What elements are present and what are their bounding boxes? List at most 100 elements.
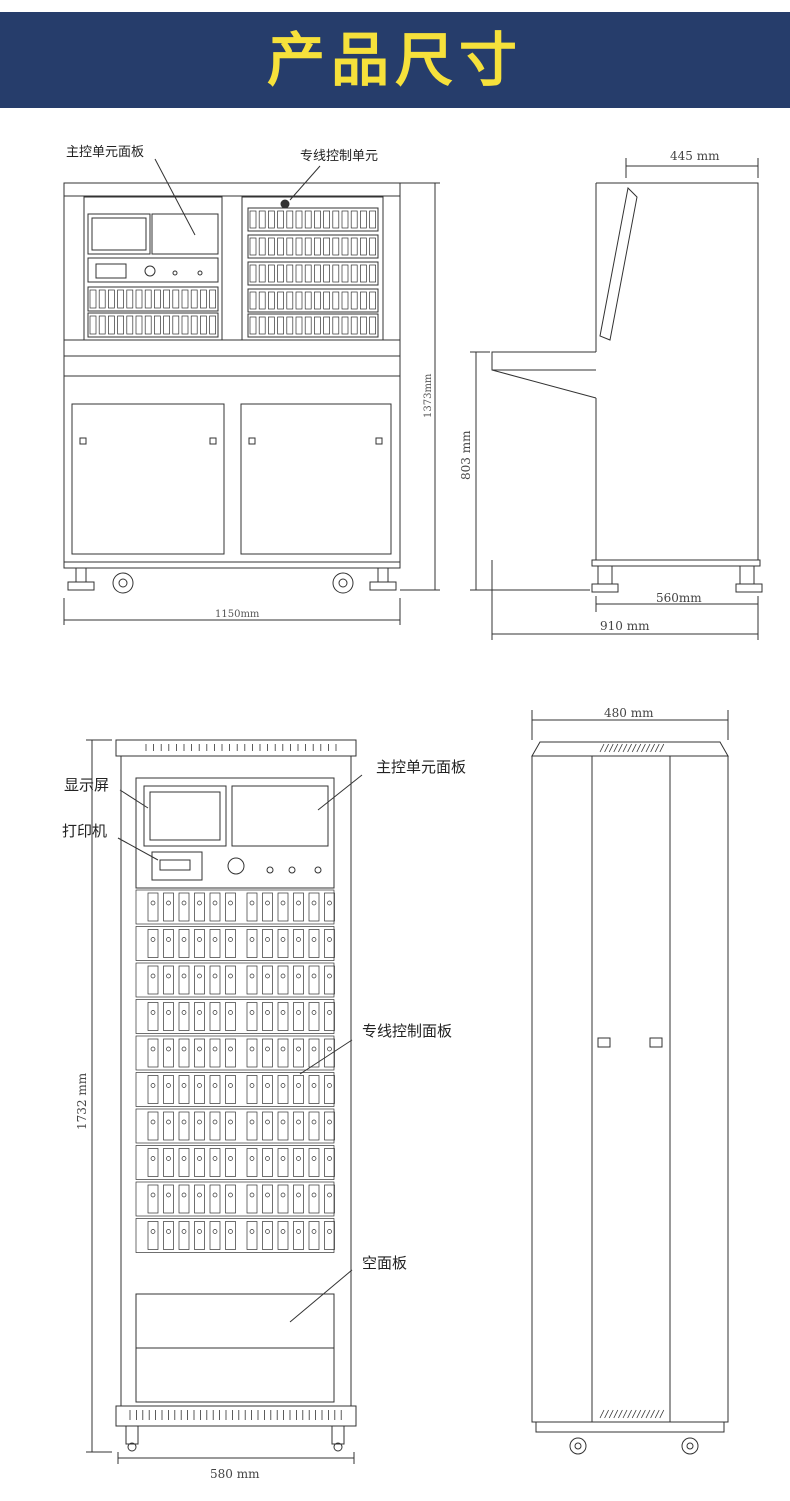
module-slot: [154, 289, 161, 309]
vent-slot: [659, 743, 665, 753]
panel-module: [209, 1075, 221, 1104]
panel-module: [194, 1038, 205, 1068]
panel-module: [324, 1148, 335, 1177]
module-slot: [89, 289, 97, 309]
panel-module: [277, 1148, 289, 1177]
module-slot: [98, 315, 106, 335]
module-indicator: [327, 1119, 332, 1125]
module-slot: [350, 291, 358, 310]
module-indicator: [327, 1010, 332, 1015]
module-slot: [341, 316, 349, 335]
module-indicator: [166, 1156, 171, 1161]
module-indicator: [197, 1229, 202, 1234]
panel-module: [308, 1184, 320, 1214]
module-indicator: [249, 1156, 255, 1161]
module-indicator: [265, 1192, 270, 1198]
module-slot: [360, 316, 367, 335]
module-indicator: [311, 1192, 317, 1198]
module-indicator: [181, 937, 187, 942]
panel-row: [135, 962, 335, 998]
module-indicator: [327, 973, 332, 979]
panel-module: [308, 1221, 320, 1250]
panel-module: [308, 1038, 320, 1068]
module-indicator: [181, 900, 187, 906]
console-left-door: [71, 403, 225, 555]
panel-module: [225, 1221, 236, 1250]
module-slot: [181, 289, 189, 309]
module-indicator: [150, 1156, 156, 1161]
panel-module: [293, 1148, 304, 1177]
module-indicator: [249, 1046, 255, 1052]
panel-module: [262, 1111, 273, 1141]
cabinet-blank-panel: [135, 1293, 335, 1349]
module-slot: [209, 289, 216, 309]
panel-row: [135, 1145, 335, 1180]
module-indicator: [249, 973, 255, 979]
panel-module: [246, 1221, 258, 1250]
panel-module: [277, 929, 289, 958]
module-slot: [369, 210, 376, 229]
vent-slot: [650, 1409, 655, 1419]
module-slot: [286, 237, 294, 256]
panel-module: [293, 1111, 304, 1141]
console-side-view: [470, 158, 763, 640]
label-printer: 打印机: [62, 822, 107, 840]
module-indicator: [280, 973, 286, 979]
cabinet-display: [143, 785, 227, 847]
module-indicator: [212, 1156, 218, 1161]
module-indicator: [166, 1119, 171, 1125]
panel-row: [135, 1108, 335, 1144]
vent-slot: [608, 743, 614, 753]
module-indicator: [166, 973, 171, 979]
module-slot: [369, 264, 376, 283]
vent-slot: [631, 743, 637, 753]
module-indicator: [166, 1010, 171, 1015]
module-indicator: [228, 1192, 233, 1198]
module-slot: [350, 237, 358, 256]
module-indicator: [166, 1192, 171, 1198]
module-slot: [314, 237, 321, 256]
module-indicator: [150, 973, 156, 979]
panel-module: [147, 892, 159, 922]
cabinet-front-view: [86, 739, 363, 1464]
module-slot: [369, 237, 376, 256]
vent-slot: [659, 1409, 665, 1419]
label-dedicated-control-panel: 专线控制面板: [362, 1022, 452, 1040]
panel-module: [225, 1184, 236, 1214]
vent-slot: [613, 1409, 619, 1419]
module-indicator: [197, 1046, 202, 1052]
module-slot: [249, 316, 257, 335]
panel-module: [277, 1184, 289, 1214]
module-indicator: [166, 1229, 171, 1234]
module-indicator: [212, 937, 218, 942]
panel-module: [209, 965, 221, 995]
panel-row: [135, 889, 335, 925]
panel-module: [163, 1038, 174, 1068]
module-slot: [286, 210, 294, 229]
module-indicator: [296, 1192, 301, 1198]
panel-module: [147, 965, 159, 995]
module-indicator: [212, 900, 218, 906]
panel-module: [194, 1148, 205, 1177]
panel-row-frame: [135, 1072, 335, 1107]
module-indicator: [181, 1046, 187, 1052]
panel-row: [135, 1218, 335, 1253]
panel-module: [308, 892, 320, 922]
panel-module: [209, 892, 221, 922]
panel-module: [246, 1038, 258, 1068]
module-slot: [268, 291, 275, 310]
module-indicator: [181, 1010, 187, 1015]
module-indicator: [166, 1083, 171, 1088]
panel-module: [277, 965, 289, 995]
panel-module: [262, 1002, 273, 1031]
module-indicator: [311, 900, 317, 906]
module-indicator: [150, 1229, 156, 1234]
label-cabinet-main-panel: 主控单元面板: [376, 758, 466, 776]
module-slot: [295, 291, 303, 310]
module-slot: [369, 291, 376, 310]
module-indicator: [249, 1119, 255, 1125]
module-slot: [163, 289, 170, 309]
module-indicator: [228, 1119, 233, 1125]
panel-module: [147, 1002, 159, 1031]
panel-row-frame: [135, 1218, 335, 1253]
